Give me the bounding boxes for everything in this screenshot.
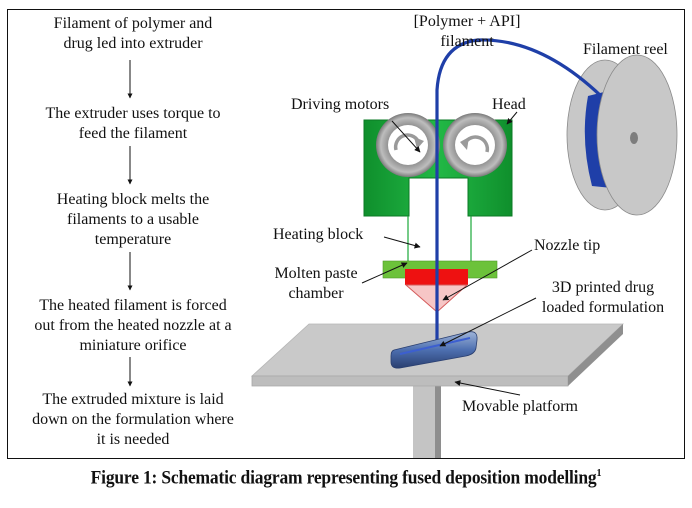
label-filament-line-1: [Polymer + API] bbox=[413, 13, 521, 30]
arrow-driving-motors bbox=[391, 120, 421, 153]
driving-motor-right bbox=[443, 113, 507, 177]
flow-step-4-line-1: The heated filament is forced bbox=[39, 297, 227, 314]
label-molten-line-1: Molten paste bbox=[274, 265, 358, 282]
flow-step-1: Filament of polymer and drug led into ex… bbox=[8, 14, 258, 54]
printed-filament-trace bbox=[399, 337, 471, 355]
platform-post bbox=[413, 386, 441, 458]
printed-formulation bbox=[390, 331, 478, 369]
flow-step-1-line-1: Filament of polymer and bbox=[53, 15, 213, 32]
flow-step-3-line-3: temperature bbox=[94, 231, 172, 248]
figure-frame bbox=[7, 9, 685, 459]
flow-step-1-line-2: drug led into extruder bbox=[63, 35, 203, 52]
label-printed-line-2: loaded formulation bbox=[541, 299, 665, 316]
caption-reference: 1 bbox=[596, 467, 602, 479]
flow-step-2-line-1: The extruder uses torque to bbox=[45, 105, 221, 122]
flow-step-5-line-2: down on the formulation where bbox=[32, 411, 234, 428]
label-heating-block: Heating block bbox=[273, 226, 364, 243]
label-filament-reel: Filament reel bbox=[583, 41, 668, 58]
reel-hub bbox=[630, 132, 638, 144]
label-movable-platform: Movable platform bbox=[462, 398, 578, 415]
motor-left-face bbox=[388, 125, 428, 165]
label-head: Head bbox=[492, 96, 526, 113]
label-nozzle-tip: Nozzle tip bbox=[534, 237, 601, 254]
arrow-movable-platform bbox=[454, 380, 521, 396]
flow-step-4-line-2: out from the heated nozzle at a bbox=[34, 317, 232, 334]
flow-step-5: The extruded mixture is laid down on the… bbox=[8, 390, 258, 450]
polymer-api-filament bbox=[435, 38, 603, 348]
flow-step-5-line-1: The extruded mixture is laid bbox=[42, 391, 224, 408]
platform-front bbox=[251, 375, 569, 387]
label-molten-line-2: chamber bbox=[288, 285, 344, 302]
post-front bbox=[413, 386, 435, 458]
arrow-molten-chamber bbox=[361, 262, 408, 284]
platform-side bbox=[568, 324, 623, 386]
flow-step-3-line-1: Heating block melts the bbox=[56, 191, 210, 208]
arrow-printed-formulation bbox=[439, 297, 537, 347]
driving-motor-left bbox=[376, 113, 440, 177]
filament-reel bbox=[566, 54, 678, 216]
rotation-arrowhead-icon bbox=[460, 137, 469, 150]
arrow-head bbox=[506, 111, 518, 125]
figure-caption: Figure 1: Schematic diagram representing… bbox=[28, 467, 665, 489]
flow-step-4-line-3: miniature orifice bbox=[79, 337, 187, 354]
pointer-arrows bbox=[361, 111, 537, 396]
flow-step-4: The heated filament is forced out from t… bbox=[8, 296, 258, 356]
motor-right-face bbox=[455, 125, 495, 165]
label-molten-paste-chamber: Molten paste chamber bbox=[262, 264, 370, 304]
flow-step-3: Heating block melts the filaments to a u… bbox=[8, 190, 258, 250]
flow-step-3-line-2: filaments to a usable bbox=[67, 211, 199, 228]
label-driving-motors: Driving motors bbox=[291, 96, 390, 113]
flow-step-2: The extruder uses torque to feed the fil… bbox=[8, 104, 258, 144]
arrow-heating-block bbox=[383, 236, 421, 249]
label-printed-formulation: 3D printed drug loaded formulation bbox=[528, 278, 678, 318]
flow-step-5-line-3: it is needed bbox=[96, 431, 170, 448]
label-filament-line-2: filament bbox=[440, 33, 494, 50]
flow-step-2-line-2: feed the filament bbox=[78, 125, 188, 142]
label-printed-line-1: 3D printed drug bbox=[551, 279, 655, 296]
label-filament: [Polymer + API] filament bbox=[392, 12, 542, 52]
caption-text: Figure 1: Schematic diagram representing… bbox=[90, 467, 597, 489]
post-side bbox=[435, 386, 441, 458]
arrow-nozzle-tip bbox=[442, 249, 533, 301]
